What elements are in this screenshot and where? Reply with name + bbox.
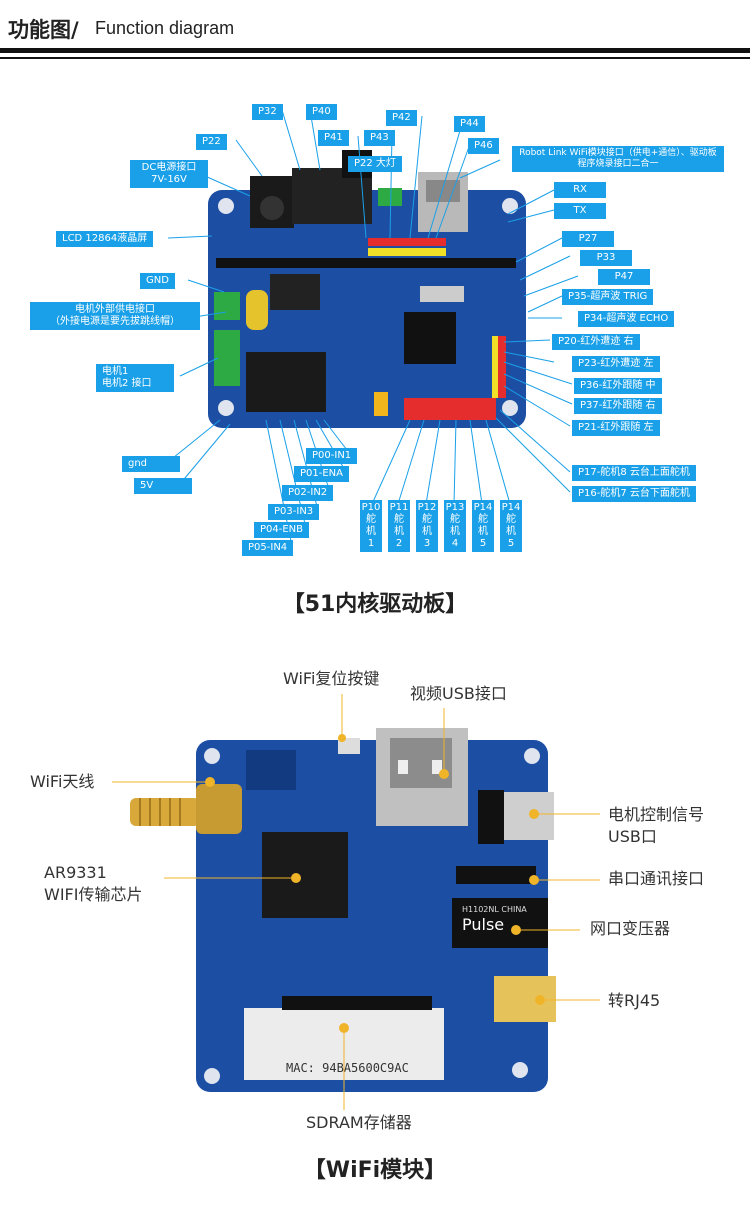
video-usb-port [376,728,468,826]
wifi-module-caption: 【WiFi模块】 [303,1158,447,1183]
label-rx: RX [554,182,606,198]
label-tx: TX [554,203,606,219]
page-header: 功能图/ Function diagram [0,0,750,60]
ar9331-chip [262,832,348,918]
lcd-header [216,258,516,268]
label-p23: P23-红外遭迹 左 [572,356,660,372]
callout-serial: 串口通讯接口 [608,869,705,888]
label-p35: P35-超声波 TRIG [562,289,654,305]
label-p14-servo5-b: P14 舵 机 5 [500,500,522,552]
label-p10-servo1: P10 舵 机 1 [360,500,382,552]
label-p27: P27 [562,231,614,247]
pulse-text: Pulse [462,915,504,934]
label-p04: P04-ENB [254,522,310,538]
label-p17: P17-舵机8 云台上面舵机 [572,465,696,481]
header-rule-thin [0,57,750,59]
label-p43: P43 [364,130,395,146]
label-p44: P44 [454,116,485,132]
label-p13-servo4: P13 舵 机 4 [444,500,466,552]
callout-sdram: SDRAM存储器 [306,1113,412,1132]
label-ext-power: 电机外部供电接口 （外接电源是要先拔跳线帽） [30,302,200,330]
header-rule-thick [0,48,750,53]
label-p46: P46 [468,138,499,154]
motor-usb-port [504,792,554,840]
callout-rj45: 转RJ45 [608,991,661,1010]
header-title-en: Function diagram [95,18,235,38]
label-5v: 5V [134,478,192,494]
label-p21: P21-红外跟随 左 [572,420,660,436]
label-p22-light: P22 大灯 [348,156,402,172]
callout-motor-usb: 电机控制信号 USB口 [608,805,705,846]
label-motor-ports: 电机1 电机2 接口 [96,364,174,392]
label-gnd-lower: gnd [122,456,180,472]
label-p20: P20-红外遭迹 右 [552,334,640,350]
label-lcd: LCD 12864液晶屏 [56,231,154,247]
label-p36: P36-红外跟随 中 [574,378,662,394]
driver-board-caption: 【51内核驱动板】 [282,592,468,617]
label-p14-servo5: P14 舵 机 5 [472,500,494,552]
label-p47: P47 [598,269,650,285]
label-p11-servo2: P11 舵 机 2 [388,500,410,552]
label-p05: P05-IN4 [242,540,294,556]
label-gnd: GND [140,273,175,289]
callout-video-usb: 视频USB接口 [410,684,507,703]
driver-board-illustration [167,109,579,547]
label-p34: P34-超声波 ECHO [578,311,675,327]
label-p02: P02-IN2 [282,485,334,501]
china-text: H1102NL CHINA [462,905,527,914]
label-p32: P32 [252,104,283,120]
driver-chip [246,352,326,412]
header-title-cn: 功能图/ [8,18,79,42]
rj45-adapter-port [494,976,556,1022]
wifi-module-pcb [196,740,548,1092]
label-robot-link: Robot Link WiFi模块接口（供电+通信）、驱动板程序烧录接口二合一 [512,146,724,172]
callout-ar9331: AR9331 WIFI传输芯片 [44,863,143,904]
label-p01: P01-ENA [294,466,350,482]
network-transformer [452,898,548,948]
serial-header [456,866,536,884]
callout-wifi-reset: WiFi复位按键 [283,669,380,688]
label-p00: P00-IN1 [306,448,358,464]
label-dc-power: DC电源接口 7V-16V [130,160,208,188]
sdram-sticker [244,1008,444,1080]
label-p42: P42 [386,110,417,126]
mac-text: MAC: 94BA5600C9AC [286,1061,409,1075]
label-p41: P41 [318,130,349,146]
label-p22: P22 [196,134,227,150]
label-p37: P37-红外跟随 右 [574,398,662,414]
mcu-chip [404,312,456,364]
label-p33: P33 [580,250,632,266]
callout-antenna: WiFi天线 [30,772,95,791]
callout-transformer: 网口变压器 [590,919,671,938]
label-p16: P16-舵机7 云台下面舵机 [572,486,696,502]
label-p40: P40 [306,104,337,120]
reset-button-shape [338,738,360,754]
label-p12-servo3: P12 舵 机 3 [416,500,438,552]
label-p03: P03-IN3 [268,504,320,520]
antenna-connector [130,784,242,834]
